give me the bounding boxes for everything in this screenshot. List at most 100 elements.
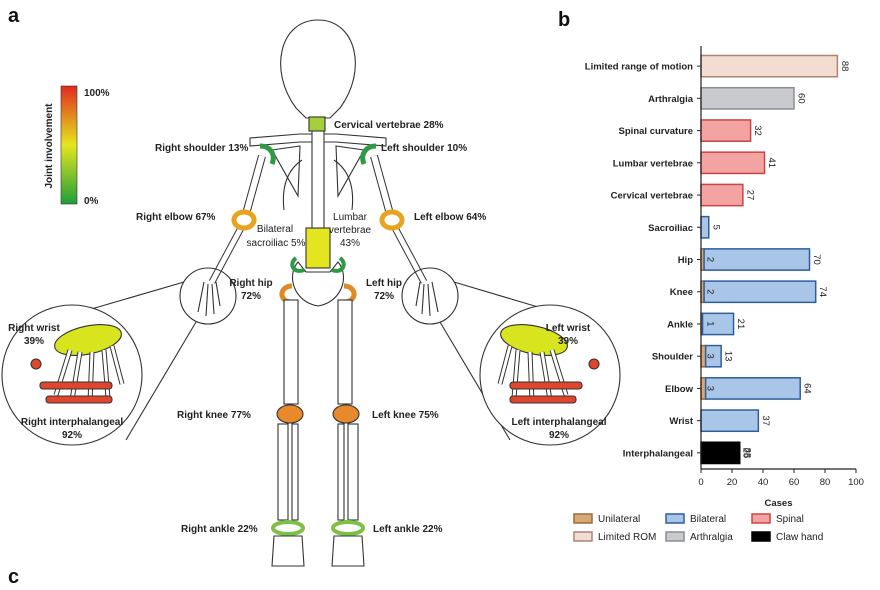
right-ip-row-2 [45, 395, 113, 404]
left-foot [331, 535, 365, 567]
right-elbow-joint [231, 209, 257, 231]
right-humerus [243, 155, 265, 215]
label-left-wrist-1: Left wrist [546, 323, 591, 334]
label-right-elbow: Right elbow 67% [136, 212, 216, 223]
left-ankle-joint [331, 520, 365, 536]
left-knee-joint [332, 404, 360, 424]
left-elbow-joint [379, 209, 405, 231]
legend-swatch [751, 531, 771, 542]
bar-inner-label: 1 [705, 321, 716, 326]
right-callout-lines [87, 281, 197, 441]
bar-total-label: 37 [760, 415, 771, 426]
left-forearm [391, 224, 427, 284]
label-left-ip-2: 92% [549, 430, 569, 441]
x-tick-label: 80 [820, 477, 831, 488]
bar-segment [700, 215, 710, 239]
scale-min-label: 0% [84, 196, 99, 207]
label-right-shoulder: Right shoulder 13% [155, 143, 248, 154]
legend-swatch [751, 513, 771, 524]
category-label: Hip [678, 255, 694, 266]
scale-title: Joint involvement [44, 103, 55, 189]
lumbar-vertebrae-joint [305, 227, 331, 269]
legend-label: Bilateral [690, 514, 726, 525]
bar-segment [700, 441, 741, 465]
x-axis-title: Cases [765, 498, 793, 509]
left-hand-callout-origin [401, 267, 459, 325]
right-knee-joint [276, 404, 304, 424]
bar-inner-label: 25 [740, 448, 751, 459]
legend-swatch [573, 513, 593, 524]
left-shoulder-joint [360, 143, 377, 165]
bar-total-label: 60 [796, 93, 807, 104]
left-femur [337, 299, 353, 405]
category-label: Cervical vertebrae [611, 191, 693, 202]
label-left-elbow: Left elbow 64% [414, 212, 486, 223]
left-sacroiliac-joint [331, 256, 346, 273]
right-fibula [291, 423, 299, 521]
left-metacarpals [498, 345, 568, 403]
bar-segment [704, 344, 722, 368]
right-ankle-joint [271, 520, 305, 536]
label-right-ip-1: Right interphalangeal [21, 417, 123, 428]
bar-segment [704, 377, 801, 400]
rib-right [282, 159, 303, 211]
skeleton-illustration [1, 19, 621, 567]
left-hand-small [415, 281, 439, 317]
bar-total-label: 21 [735, 319, 746, 330]
label-right-knee: Right knee 77% [177, 410, 251, 421]
bar-segment [700, 86, 795, 110]
category-label: Knee [670, 287, 693, 298]
left-ip-row-2 [509, 395, 577, 404]
pelvis [291, 261, 345, 307]
bar-inner-label: 3 [705, 354, 716, 359]
legend-swatch [665, 531, 685, 542]
right-sacroiliac-joint [290, 256, 305, 273]
category-label: Sacroiliac [648, 223, 693, 234]
label-left-shoulder: Left shoulder 10% [381, 143, 467, 154]
bar-inner-label: 2 [705, 257, 716, 262]
label-left-ip-1: Left interphalangeal [511, 417, 606, 428]
legend-swatch [573, 531, 593, 542]
label-left-wrist-2: 39% [558, 336, 578, 347]
left-ip-row-1 [509, 381, 583, 390]
bar-total-label: 88 [839, 61, 850, 72]
x-tick-label: 60 [789, 477, 800, 488]
x-tick-label: 40 [758, 477, 769, 488]
label-left-ankle: Left ankle 22% [373, 524, 443, 535]
category-label: Arthralgia [648, 94, 694, 105]
right-ip-row-1 [39, 381, 113, 390]
label-lumbar-3: 43% [340, 238, 360, 249]
category-label: Shoulder [652, 352, 693, 363]
x-tick-label: 100 [848, 477, 864, 488]
left-thumb-ip [588, 358, 600, 370]
label-left-knee: Left knee 75% [372, 410, 439, 421]
right-hand-callout-origin [179, 267, 237, 325]
label-right-hip-1: Right hip [229, 278, 272, 289]
legend-label: Unilateral [598, 514, 640, 525]
label-sacroiliac-1: Bilateral [257, 224, 293, 235]
joint-labels: Cervical vertebrae 28% Right shoulder 13… [8, 120, 607, 535]
label-right-wrist-1: Right wrist [8, 323, 60, 334]
bar-segment [700, 54, 839, 78]
category-label: Limited range of motion [585, 62, 693, 73]
bar-inner-label: 3 [705, 386, 716, 391]
skull [280, 19, 356, 119]
rib-left [333, 159, 354, 211]
label-sacroiliac-2: sacroiliac 5% [247, 238, 306, 249]
label-lumbar-2: vertebrae [329, 225, 372, 236]
label-lumbar-1: Lumbar [333, 212, 368, 223]
x-tick-label: 0 [698, 477, 703, 488]
label-right-hip-2: 72% [241, 291, 261, 302]
bar-segment [701, 312, 735, 336]
bar-total-label: 74 [817, 286, 828, 297]
left-scapula [335, 145, 365, 198]
x-tick-label: 20 [727, 477, 738, 488]
label-right-ankle: Right ankle 22% [181, 524, 258, 535]
bar-total-label: 64 [802, 383, 813, 394]
category-label: Elbow [665, 384, 694, 395]
legend-label: Claw hand [776, 532, 823, 543]
category-label: Wrist [669, 416, 693, 427]
